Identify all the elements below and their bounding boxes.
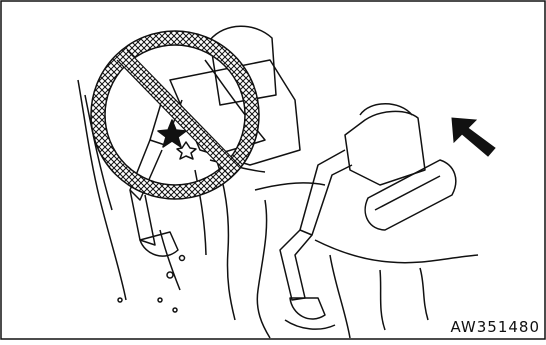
- prohibition-circle-icon: [91, 31, 259, 199]
- figure-code: AW351480: [450, 318, 540, 336]
- pointer-arrow-icon: [452, 118, 495, 156]
- right-scene: [255, 104, 478, 338]
